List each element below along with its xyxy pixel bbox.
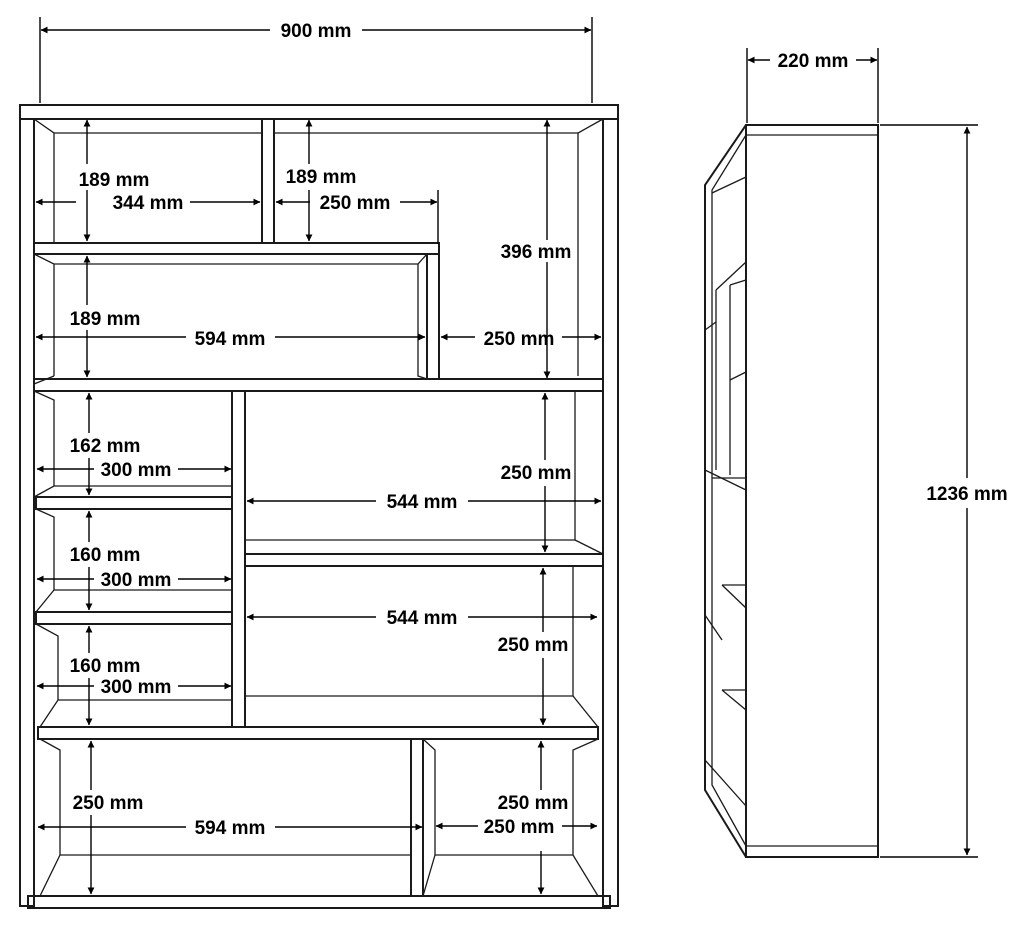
mid-divider bbox=[231, 390, 246, 728]
side-dimension-labels: 220 mm 1236 mm bbox=[778, 51, 1008, 505]
dimension-label: 594 mm bbox=[195, 329, 266, 350]
dimension-label: 162 mm bbox=[70, 436, 141, 457]
front-dimension-lines bbox=[35, 17, 602, 895]
front-view-shelf bbox=[19, 104, 619, 909]
dimension-label: 250 mm bbox=[320, 193, 391, 214]
dimension-label: 300 mm bbox=[101, 570, 172, 591]
dimension-label: 250 mm bbox=[501, 463, 572, 484]
front-dimension-labels: 900 mm 189 mm 344 mm 189 mm 250 mm 396 m… bbox=[70, 21, 572, 839]
dimension-label: 250 mm bbox=[498, 635, 569, 656]
upper-shelf bbox=[33, 242, 440, 255]
bottom-divider bbox=[410, 738, 424, 897]
dimension-label: 544 mm bbox=[387, 492, 458, 513]
side-panel bbox=[745, 124, 879, 858]
depth-label: 220 mm bbox=[778, 51, 849, 72]
dimension-label: 250 mm bbox=[484, 817, 555, 838]
upper-wide-divider bbox=[426, 253, 440, 380]
top-board bbox=[19, 104, 619, 120]
right-shelf-1 bbox=[244, 553, 604, 567]
dimension-label: 189 mm bbox=[79, 170, 150, 191]
height-label: 1236 mm bbox=[926, 484, 1007, 505]
top-divider bbox=[261, 118, 275, 244]
dimension-label: 160 mm bbox=[70, 545, 141, 566]
lower-shelf bbox=[37, 726, 599, 740]
middle-shelf bbox=[33, 378, 604, 392]
bottom-board bbox=[27, 895, 611, 909]
dimension-label: 250 mm bbox=[73, 793, 144, 814]
dimension-label: 189 mm bbox=[70, 309, 141, 330]
side-dimension-lines bbox=[746, 48, 978, 858]
dimension-label: 300 mm bbox=[101, 460, 172, 481]
overall-width-label: 900 mm bbox=[281, 21, 352, 42]
dimension-label: 300 mm bbox=[101, 677, 172, 698]
right-post bbox=[602, 118, 619, 907]
dimension-label: 160 mm bbox=[70, 656, 141, 677]
dimension-label: 396 mm bbox=[501, 242, 572, 263]
side-view-shelf bbox=[704, 124, 879, 858]
dimension-label: 250 mm bbox=[484, 329, 555, 350]
left-post bbox=[19, 118, 35, 907]
dimension-label: 189 mm bbox=[286, 167, 357, 188]
left-shelf-1 bbox=[35, 496, 233, 510]
left-shelf-2 bbox=[35, 611, 233, 625]
dimension-label: 250 mm bbox=[498, 793, 569, 814]
dimension-label: 344 mm bbox=[113, 193, 184, 214]
dimension-label: 594 mm bbox=[195, 818, 266, 839]
dimension-label: 544 mm bbox=[387, 608, 458, 629]
